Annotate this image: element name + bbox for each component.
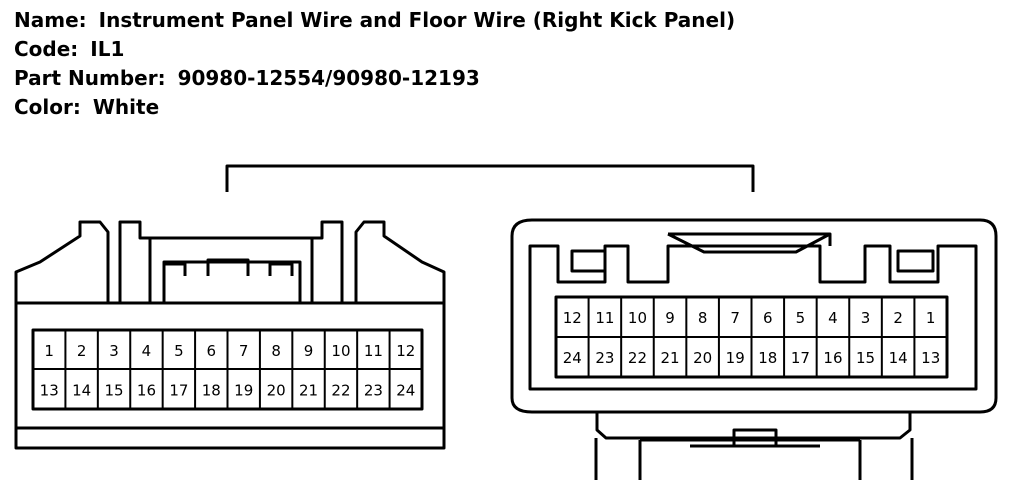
left-connector-pin-label: 23 [364, 381, 383, 399]
right-connector-pin-label: 19 [726, 349, 745, 367]
right-connector-pin-label: 12 [563, 309, 582, 327]
left-connector-pin-label: 3 [109, 342, 119, 360]
right-connector-lock-bar [638, 428, 862, 480]
right-connector-pin-label: 4 [828, 309, 838, 327]
right-connector-pin-label: 14 [889, 349, 908, 367]
left-connector-pin-label: 6 [207, 342, 217, 360]
right-connector-pin-label: 24 [563, 349, 582, 367]
part-number-label: Part Number: [14, 66, 166, 90]
left-connector-pin-label: 4 [142, 342, 152, 360]
right-connector-pin-label: 9 [665, 309, 675, 327]
right-connector-pin-label: 15 [856, 349, 875, 367]
left-connector-pin-label: 22 [331, 381, 350, 399]
left-connector-pin-label: 14 [72, 381, 91, 399]
left-connector-pin-label: 7 [239, 342, 249, 360]
part-number-value: 90980-12554/90980-12193 [177, 66, 480, 90]
name-line: Name: Instrument Panel Wire and Floor Wir… [14, 6, 735, 35]
code-label: Code: [14, 37, 79, 61]
right-connector-pin-label: 3 [861, 309, 871, 327]
right-connector-pin-label: 17 [791, 349, 810, 367]
color-value: White [92, 95, 160, 119]
left-connector-pin-label: 13 [40, 381, 59, 399]
left-connector-pin-label: 11 [364, 342, 383, 360]
right-connector-pin-label: 1 [926, 309, 936, 327]
color-line: Color: White [14, 93, 735, 122]
left-connector-pin-label: 17 [169, 381, 188, 399]
right-connector-pin-label: 2 [893, 309, 903, 327]
right-connector-right-key-slot [896, 249, 935, 273]
color-label: Color: [14, 95, 81, 119]
right-connector-pin-label: 20 [693, 349, 712, 367]
right-connector-pin-label: 23 [595, 349, 614, 367]
part-number-line: Part Number: 90980-12554/90980-12193 [14, 64, 735, 93]
right-connector-pin-label: 7 [730, 309, 740, 327]
right-connector-pin-label: 16 [823, 349, 842, 367]
left-connector-pin-label: 10 [331, 342, 350, 360]
right-connector-pin-label: 11 [595, 309, 614, 327]
left-connector-pin-label: 21 [299, 381, 318, 399]
left-connector-pin-label: 24 [396, 381, 415, 399]
right-connector-pin-label: 18 [758, 349, 777, 367]
mating-bracket [225, 164, 755, 192]
left-connector-pin-label: 2 [77, 342, 87, 360]
right-connector-pin-label: 13 [921, 349, 940, 367]
left-connector-pin-label: 18 [202, 381, 221, 399]
right-connector-pin-label: 10 [628, 309, 647, 327]
right-connector-tail [594, 412, 914, 480]
left-connector-housing [14, 220, 446, 450]
left-connector-pin-label: 20 [267, 381, 286, 399]
right-connector-pin-label: 8 [698, 309, 708, 327]
right-connector-lock-tab [667, 232, 832, 254]
right-connector-housing [510, 218, 998, 414]
code-line: Code: IL1 [14, 35, 735, 64]
right-connector-pin-label: 21 [660, 349, 679, 367]
left-connector-pin-label: 15 [104, 381, 123, 399]
right-connector-pin-label: 22 [628, 349, 647, 367]
connector-info: Name: Instrument Panel Wire and Floor Wir… [14, 6, 735, 122]
left-connector-pin-label: 9 [304, 342, 314, 360]
right-connector-pin-label: 6 [763, 309, 773, 327]
left-connector-top-latch [148, 236, 314, 262]
left-connector-pin-label: 16 [137, 381, 156, 399]
left-connector-pin-label: 19 [234, 381, 253, 399]
right-connector-pin-label: 5 [796, 309, 806, 327]
left-connector-pin-label: 12 [396, 342, 415, 360]
left-connector-latch-detail [162, 258, 294, 276]
left-connector-pin-label: 8 [271, 342, 281, 360]
code-value: IL1 [90, 37, 125, 61]
left-connector-pin-label: 5 [174, 342, 184, 360]
left-connector-pin-label: 1 [44, 342, 54, 360]
name-value: Instrument Panel Wire and Floor Wire (Ri… [98, 8, 736, 32]
name-label: Name: [14, 8, 87, 32]
right-connector-left-key-slot [570, 249, 607, 273]
